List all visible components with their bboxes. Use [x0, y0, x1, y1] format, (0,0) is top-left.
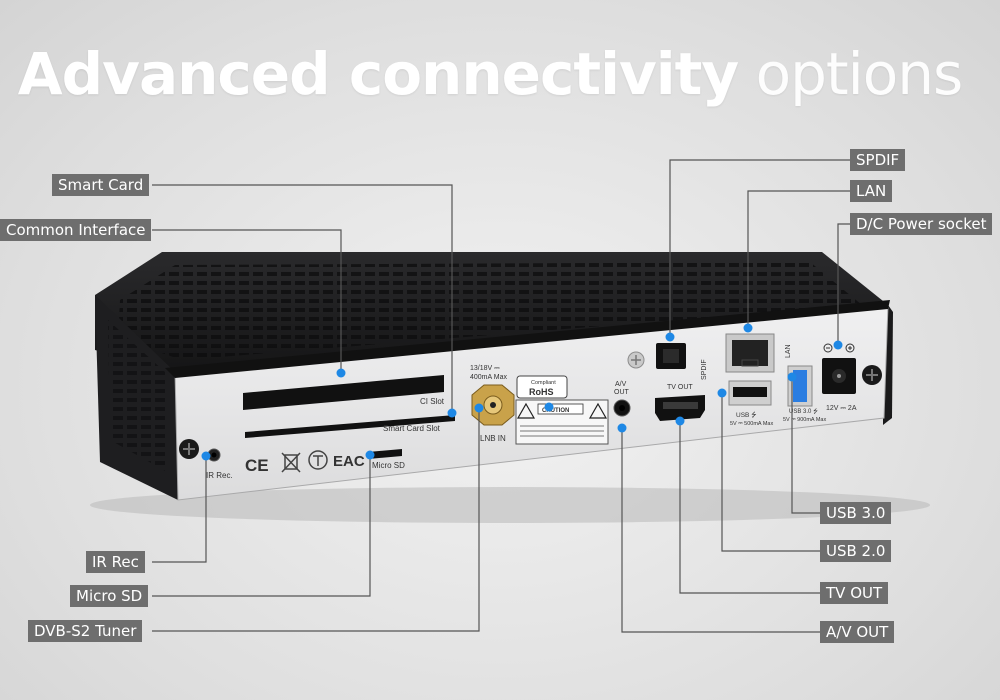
label-tv-out: TV OUT [820, 582, 889, 604]
usb2-spec-text: 5V ⎓ 500mA Max [730, 421, 773, 427]
lnb-in-text: LNB IN [480, 434, 506, 443]
headline-light: options [755, 40, 964, 108]
rohs-badge: Compliant RoHS [516, 375, 568, 399]
ci-slot-text: CI Slot [420, 397, 445, 406]
tv-out-text: TV OUT [667, 384, 693, 391]
usb3-spec-text: 5V ⎓ 900mA Max [783, 417, 826, 423]
av-out-text-2: OUT [614, 389, 630, 396]
label-micro-sd: Micro SD [70, 585, 149, 607]
ce-mark: CE [245, 456, 269, 475]
screw-right-icon [862, 365, 882, 385]
label-dc-power-socket: D/C Power socket [850, 213, 993, 235]
power-spec-text: 12V ⎓ 2A [826, 405, 857, 412]
eac-mark: EAC [333, 453, 365, 470]
ir-rec-text: IR Rec. [206, 471, 233, 480]
smart-card-slot-text: Smart Card Slot [383, 424, 441, 433]
label-common-interface: Common Interface [0, 219, 152, 241]
label-dvb-s2-tuner: DVB-S2 Tuner [28, 620, 143, 642]
label-usb-3: USB 3.0 [820, 502, 892, 524]
lan-vertical-text: LAN [785, 344, 792, 358]
label-spdif: SPDIF [850, 149, 906, 171]
usb3-port [787, 365, 813, 407]
ir-receiver-port [207, 448, 221, 462]
av-out-text-1: A/V [615, 381, 627, 388]
label-ir-rec: IR Rec [86, 551, 145, 573]
label-usb-2: USB 2.0 [820, 540, 892, 562]
headline-bold: Advanced connectivity [17, 40, 739, 108]
usb3-text: USB 3.0 ⭍ [789, 407, 818, 415]
spdif-optical-port [656, 343, 686, 369]
screw-lnb-icon [627, 351, 645, 369]
micro-sd-text: Micro SD [372, 461, 405, 470]
av-out-jack [613, 399, 631, 417]
headline: Advanced connectivity options [0, 40, 980, 108]
dc-power-socket [822, 358, 856, 394]
screw-left-icon [179, 439, 199, 459]
lnb-in-connector [471, 384, 515, 426]
rohs-text: RoHS [529, 387, 554, 397]
rohs-compliant-text: Compliant [531, 380, 556, 386]
usb2-port [728, 380, 772, 406]
label-smart-card: Smart Card [52, 174, 150, 196]
polarity-icon [823, 343, 855, 353]
label-av-out: A/V OUT [820, 621, 895, 643]
spdif-vertical-text: SPDIF [701, 359, 708, 380]
hdmi-tv-out-port [655, 395, 705, 421]
caution-label: CAUTION [515, 399, 609, 445]
lnb-spec-2: 400mA Max [470, 374, 507, 381]
label-lan: LAN [850, 180, 893, 202]
caution-text: CAUTION [542, 408, 569, 414]
lnb-spec-1: 13/18V ⎓ [470, 365, 500, 372]
lan-port [725, 333, 775, 373]
usb2-text: USB ⭍ [736, 411, 757, 419]
